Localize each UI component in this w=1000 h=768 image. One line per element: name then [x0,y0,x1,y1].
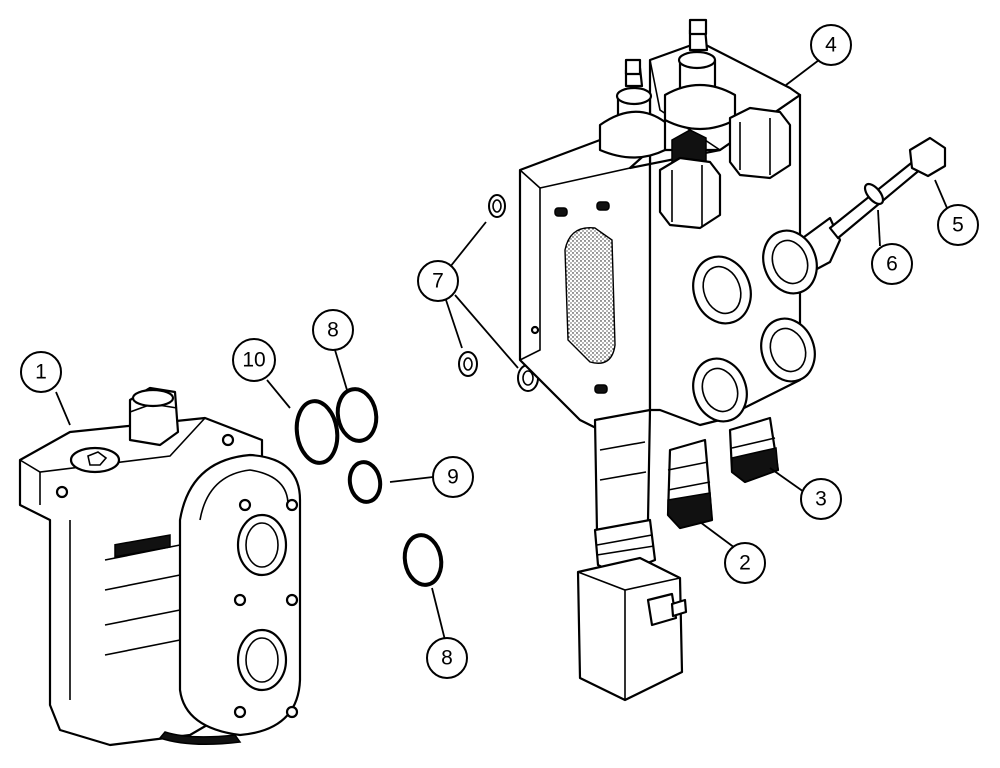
callout-2: 2 [724,542,766,584]
callout-5: 5 [937,204,979,246]
callout-4-label: 4 [825,34,837,57]
callout-2-label: 2 [739,552,751,575]
o-ring-8-upper [335,387,379,443]
callout-8-lower-label: 8 [441,647,453,670]
callout-7: 7 [417,260,459,302]
o-ring-8-lower [402,533,444,587]
manifold-block [18,386,302,747]
callout-10: 10 [232,338,276,382]
callout-7-label: 7 [432,270,444,293]
callout-6: 6 [871,243,913,285]
callout-10-label: 10 [242,349,265,372]
callout-3-label: 3 [815,488,827,511]
callout-1: 1 [20,351,62,393]
callout-9: 9 [432,456,474,498]
o-ring-9 [347,460,383,504]
washer-7-left [458,351,478,377]
control-valve-body [518,18,947,702]
washer-7-top [488,194,506,218]
callout-3: 3 [800,478,842,520]
leader-lines [55,59,948,641]
o-ring-10 [294,399,340,465]
callout-4: 4 [810,24,852,66]
callout-6-label: 6 [886,253,898,276]
callout-1-label: 1 [35,361,47,384]
callout-9-label: 9 [447,466,459,489]
callout-8-upper: 8 [312,309,354,351]
callout-5-label: 5 [952,214,964,237]
callout-8-upper-label: 8 [327,319,339,342]
callout-8-lower: 8 [426,637,468,679]
